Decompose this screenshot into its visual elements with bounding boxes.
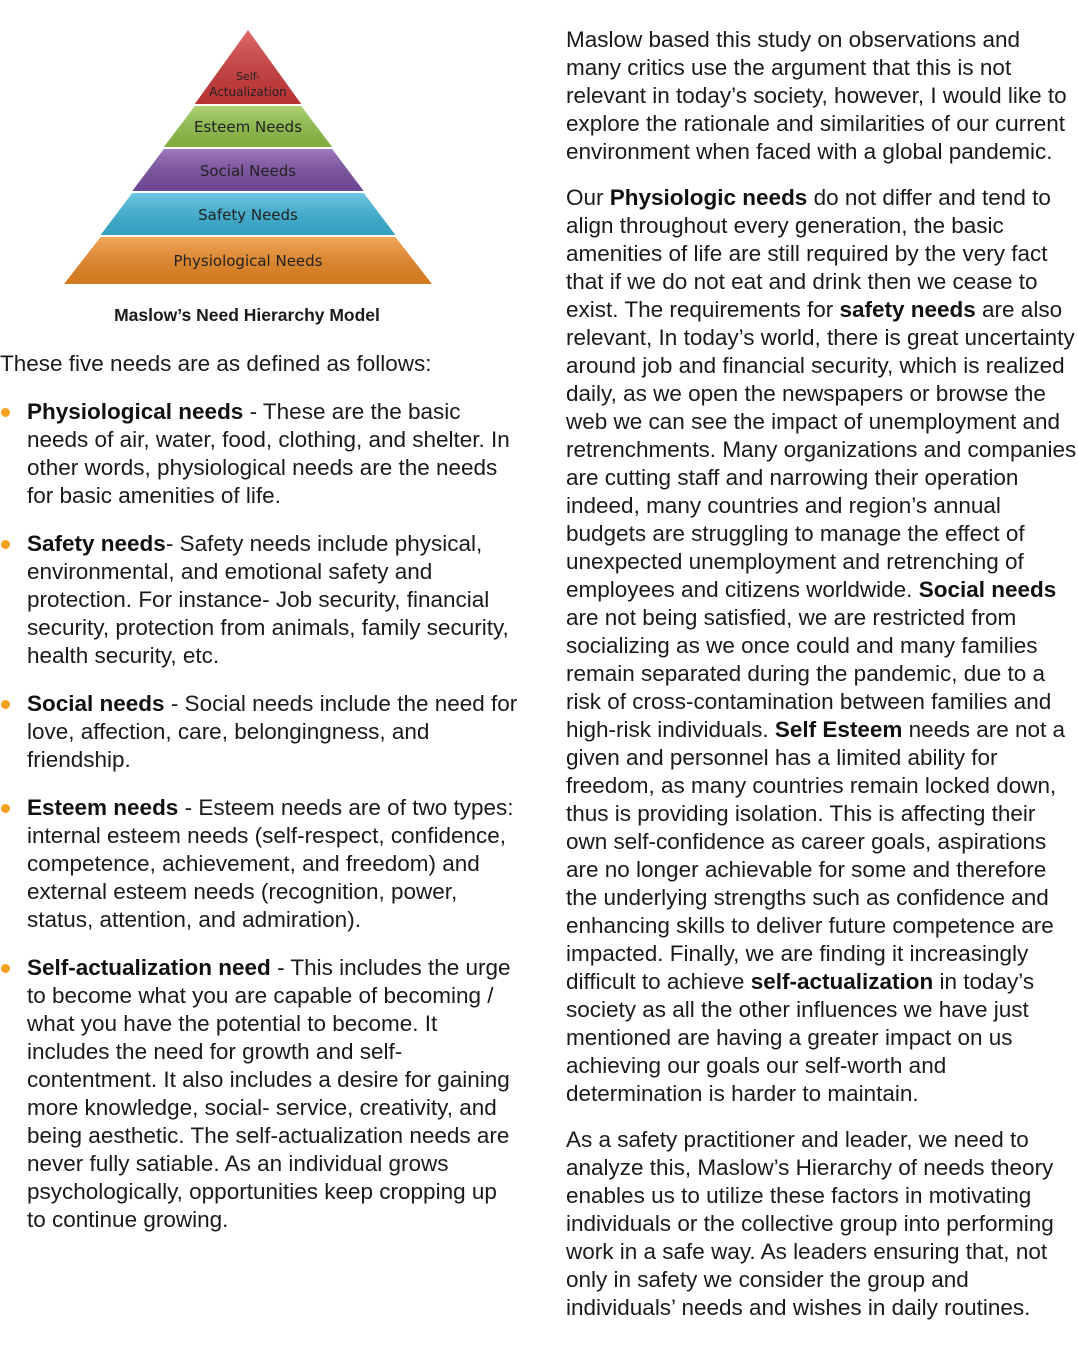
- figure: Self- Actualization Esteem Needs Social …: [0, 0, 520, 340]
- svg-text:Social Needs: Social Needs: [200, 162, 296, 180]
- need-term: Physiological needs: [27, 399, 244, 424]
- bold-term: Self Esteem: [774, 717, 903, 742]
- need-term: Social needs: [27, 691, 165, 716]
- intro-text: These five needs are as defined as follo…: [0, 351, 432, 376]
- needs-list: Physiological needs - These are the basi…: [0, 398, 520, 1254]
- need-description: - Safety needs include physical, environ…: [27, 531, 509, 668]
- svg-text:Self-: Self-: [236, 70, 260, 83]
- need-term: Safety needs: [27, 531, 166, 556]
- bullet-icon: [1, 700, 10, 709]
- list-item-esteem: Esteem needs - Esteem needs are of two t…: [0, 794, 520, 934]
- paragraph-intro: Maslow based this study on observations …: [566, 27, 1067, 164]
- list-item-physiological: Physiological needs - These are the basi…: [0, 398, 520, 510]
- right-column: Maslow based this study on observations …: [566, 26, 1078, 1340]
- text-run: in today’s society as all the other infl…: [566, 969, 1035, 1106]
- need-term: Self-actualization need: [27, 955, 271, 980]
- svg-text:Physiological Needs: Physiological Needs: [173, 252, 322, 270]
- paragraph-conclusion: As a safety practitioner and leader, we …: [566, 1127, 1054, 1320]
- left-column: Self- Actualization Esteem Needs Social …: [0, 0, 520, 1232]
- bullet-icon: [1, 540, 10, 549]
- text-run: are also relevant, In today’s world, the…: [566, 297, 1077, 602]
- list-item-safety: Safety needs- Safety needs include physi…: [0, 530, 520, 670]
- need-description: - Esteem needs are of two types: interna…: [27, 795, 514, 932]
- bullet-icon: [1, 964, 10, 973]
- bold-term: Physiologic needs: [609, 185, 808, 210]
- need-description: - Social needs include the need for love…: [27, 691, 518, 772]
- svg-text:Actualization: Actualization: [209, 85, 287, 99]
- text-run: do not differ and tend to align througho…: [566, 185, 1051, 322]
- svg-text:Esteem Needs: Esteem Needs: [194, 118, 302, 136]
- bold-term: self-actualization: [750, 969, 934, 994]
- text-run: are not being satisfied, we are restrict…: [566, 605, 1052, 742]
- need-description: - These are the basic needs of air, wate…: [27, 399, 510, 508]
- text-run: needs are not a given and personnel has …: [566, 717, 1066, 994]
- svg-text:Safety Needs: Safety Needs: [198, 206, 298, 224]
- list-item-self-actualization: Self-actualization need - This includes …: [0, 954, 520, 1234]
- paragraph-analysis: Our Physiologic needs do not differ and …: [566, 184, 1078, 1108]
- bullet-icon: [1, 804, 10, 813]
- maslow-pyramid-image: Self- Actualization Esteem Needs Social …: [64, 30, 432, 286]
- bold-term: Social needs: [918, 577, 1057, 602]
- bold-term: safety needs: [839, 297, 976, 322]
- bullet-icon: [1, 408, 10, 417]
- list-item-social: Social needs - Social needs include the …: [0, 690, 520, 774]
- need-term: Esteem needs: [27, 795, 179, 820]
- text-run: Our: [566, 185, 610, 210]
- need-description: - This includes the urge to become what …: [27, 955, 511, 1232]
- figure-caption: Maslow’s Need Hierarchy Model: [114, 305, 380, 325]
